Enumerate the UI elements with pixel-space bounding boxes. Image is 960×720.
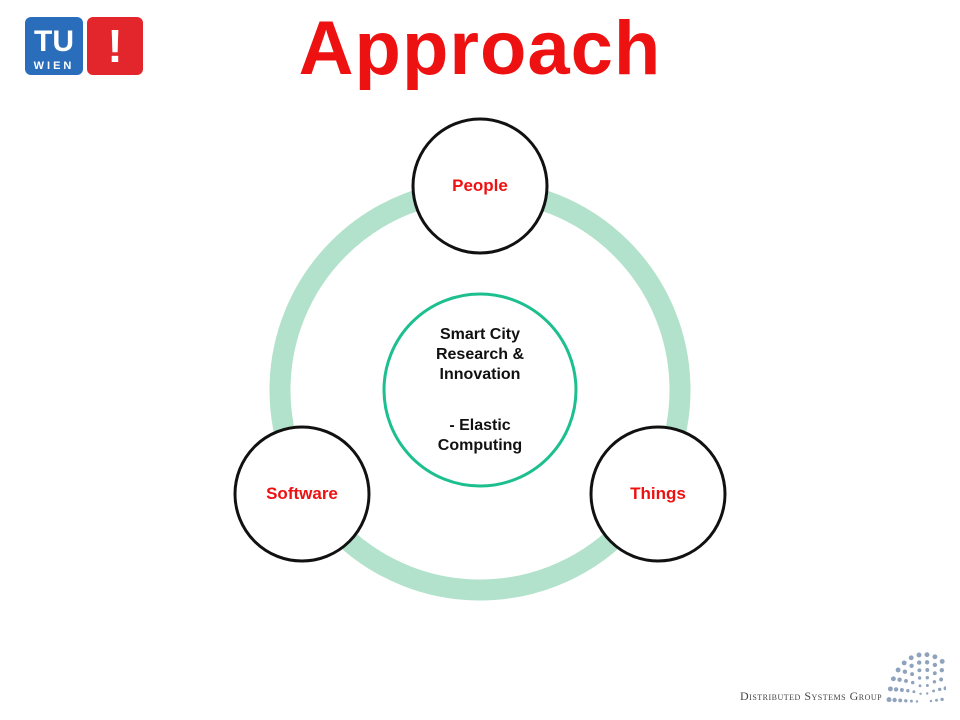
logo-dot bbox=[904, 678, 908, 683]
logo-dot bbox=[886, 697, 892, 703]
logo-dot bbox=[918, 684, 922, 688]
logo-dot bbox=[926, 692, 929, 695]
logo-dot bbox=[897, 677, 902, 682]
logo-dot bbox=[925, 676, 929, 680]
center-subtitle: - Elastic Computing bbox=[437, 417, 523, 454]
logo-dot bbox=[893, 687, 899, 692]
dsg-dots-logo bbox=[886, 652, 946, 703]
logo-dot bbox=[940, 697, 944, 702]
logo-dot bbox=[932, 680, 937, 684]
logo-text-wien: WIEN bbox=[34, 60, 75, 72]
logo-dot bbox=[917, 676, 922, 680]
logo-dot bbox=[919, 692, 922, 695]
logo-dot bbox=[932, 671, 937, 676]
logo-dot bbox=[904, 699, 908, 703]
logo-dot bbox=[932, 662, 938, 668]
logo-dot bbox=[908, 655, 914, 661]
logo-dot bbox=[916, 652, 922, 658]
logo-red-block bbox=[87, 17, 143, 75]
logo-dot bbox=[915, 700, 919, 703]
page-title: Approach bbox=[298, 6, 662, 91]
center-title: Smart City Research & Innovation bbox=[435, 326, 525, 383]
logo-text-tu: TU bbox=[34, 25, 74, 58]
node-circle-people bbox=[411, 117, 549, 255]
logo-dot bbox=[939, 677, 944, 682]
logo-exclamation: ! bbox=[107, 20, 122, 72]
logo-dot bbox=[939, 668, 944, 673]
logo-dot bbox=[901, 660, 907, 666]
logo-dot bbox=[932, 689, 936, 693]
node-circle-things bbox=[589, 425, 727, 563]
logo-dot bbox=[929, 699, 933, 703]
logo-dot bbox=[895, 667, 901, 673]
logo-dot bbox=[906, 689, 910, 693]
tu-wien-logo: TU WIEN ! bbox=[25, 17, 143, 75]
logo-dot bbox=[938, 687, 942, 692]
logo-dot bbox=[898, 698, 903, 703]
logo-dot bbox=[892, 697, 897, 703]
logo-dot bbox=[902, 669, 908, 674]
logo-dot bbox=[917, 668, 922, 673]
node-label-software: Software bbox=[266, 484, 338, 503]
logo-dot bbox=[909, 699, 913, 703]
logo-dot bbox=[924, 660, 930, 665]
logo-dot bbox=[924, 652, 930, 658]
logo-dot bbox=[943, 686, 946, 691]
logo-dot bbox=[925, 668, 930, 672]
logo-dot bbox=[925, 684, 929, 687]
logo-dot bbox=[890, 676, 896, 682]
logo-dot bbox=[910, 672, 915, 677]
node-circle-software bbox=[233, 425, 371, 563]
center-circle bbox=[382, 292, 578, 488]
logo-dot bbox=[911, 680, 915, 685]
node-label-people: People bbox=[452, 176, 508, 195]
logo-dot bbox=[909, 663, 914, 668]
footer-group-label: Distributed Systems Group bbox=[740, 689, 883, 703]
logo-dot bbox=[899, 688, 904, 692]
logo-dot bbox=[935, 698, 938, 702]
logo-blue-block bbox=[25, 17, 83, 75]
logo-dot bbox=[912, 690, 916, 694]
logo-dot bbox=[917, 660, 922, 665]
logo-dot bbox=[939, 658, 945, 664]
node-label-things: Things bbox=[630, 484, 686, 503]
logo-dot bbox=[932, 654, 938, 660]
logo-dot bbox=[887, 686, 893, 692]
